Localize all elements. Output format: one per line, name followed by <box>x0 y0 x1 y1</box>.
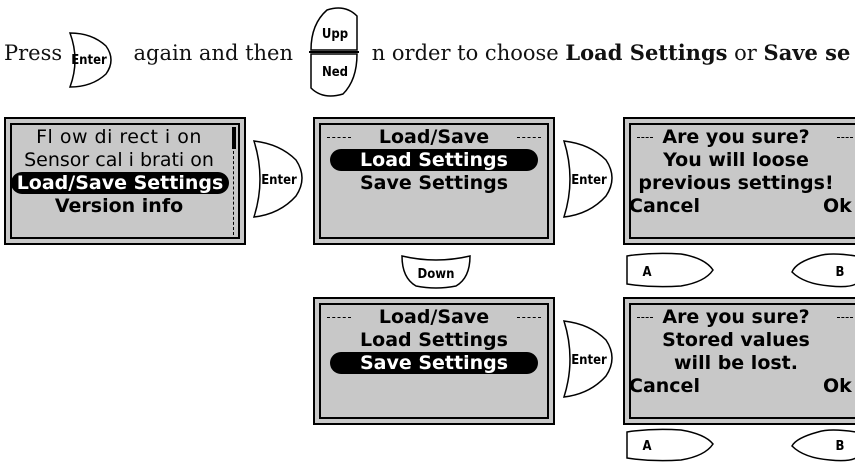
loadsave-title-2: Load/Save <box>378 306 490 328</box>
option-save-settings[interactable]: Save Settings <box>359 172 509 194</box>
intro-save-settings: Save se <box>763 40 851 65</box>
menu-item-version-info: Version info <box>54 195 184 217</box>
intro-press: Press <box>4 41 63 65</box>
a-key-1[interactable]: A <box>623 250 723 290</box>
intro-load-settings: Load Settings <box>565 40 728 65</box>
upp-key[interactable] <box>310 7 358 51</box>
b-key-1[interactable]: B <box>790 250 855 290</box>
ned-key-label: Ned <box>322 65 348 80</box>
intro-or: or <box>734 41 757 65</box>
scrollbar-track <box>233 151 234 235</box>
loadsave-title: Load/Save <box>378 126 490 148</box>
enter-key-2[interactable]: Enter <box>554 138 620 220</box>
enter-key-label: Enter <box>71 53 107 68</box>
ned-key[interactable] <box>310 53 358 97</box>
enter-key-2-label: Enter <box>571 173 607 188</box>
ok-softkey-label: Ok <box>823 195 852 217</box>
option-save-settings-2[interactable]: Save Settings <box>329 352 539 374</box>
cancel-softkey-label: Cancel <box>629 195 700 217</box>
a-key-1-label: A <box>642 265 651 280</box>
a-key-2[interactable]: A <box>623 428 723 462</box>
enter-key-3-label: Enter <box>571 353 607 368</box>
confirm-save-title: Are you sure? <box>662 306 810 328</box>
upp-ned-keys: Upp Ned <box>309 7 359 97</box>
loadsave-screen-save: Load/Save Load Settings Save Settings <box>313 297 555 425</box>
confirm-load-title: Are you sure? <box>662 126 810 148</box>
ok-softkey-label-2: Ok <box>823 375 852 397</box>
option-load-settings[interactable]: Load Settings <box>330 149 538 171</box>
down-key-label: Down <box>418 267 455 282</box>
confirm-load-screen: Are you sure? You will loose previous se… <box>623 117 855 245</box>
menu-item-flow-direction: Fl ow di rect i on <box>36 126 202 148</box>
intro-again: again and then <box>133 41 294 65</box>
instruction-text: Press again and then n order to choose L… <box>4 40 850 65</box>
menu-screen: Fl ow di rect i on Sensor cal i brati on… <box>4 117 246 245</box>
enter-key-1-label: Enter <box>261 173 297 188</box>
intro-rest: n order to choose <box>371 41 559 65</box>
confirm-save-screen: Are you sure? Stored values will be lost… <box>623 297 855 425</box>
enter-key-3[interactable]: Enter <box>554 318 620 400</box>
cancel-softkey-label-2: Cancel <box>629 375 700 397</box>
b-key-2-label: B <box>836 439 845 454</box>
loadsave-screen-load: Load/Save Load Settings Save Settings <box>313 117 555 245</box>
a-key-2-label: A <box>642 439 651 454</box>
b-key-2[interactable]: B <box>790 428 855 462</box>
menu-item-load-save-settings[interactable]: Load/Save Settings <box>10 172 230 194</box>
option-load-settings-2[interactable]: Load Settings <box>360 329 508 351</box>
scrollbar-thumb <box>232 127 236 149</box>
confirm-save-line1: Stored values <box>662 329 810 351</box>
confirm-load-line1: You will loose <box>663 149 809 171</box>
confirm-load-line2: previous settings! <box>638 172 834 194</box>
menu-item-sensor-calibration: Sensor cal i brati on <box>24 149 214 171</box>
down-key[interactable]: Down <box>398 252 474 290</box>
enter-key-1[interactable]: Enter <box>244 138 310 220</box>
confirm-save-line2: will be lost. <box>674 352 798 374</box>
upp-key-label: Upp <box>322 27 348 42</box>
b-key-1-label: B <box>836 265 845 280</box>
enter-key-inline[interactable]: Enter <box>62 30 118 90</box>
